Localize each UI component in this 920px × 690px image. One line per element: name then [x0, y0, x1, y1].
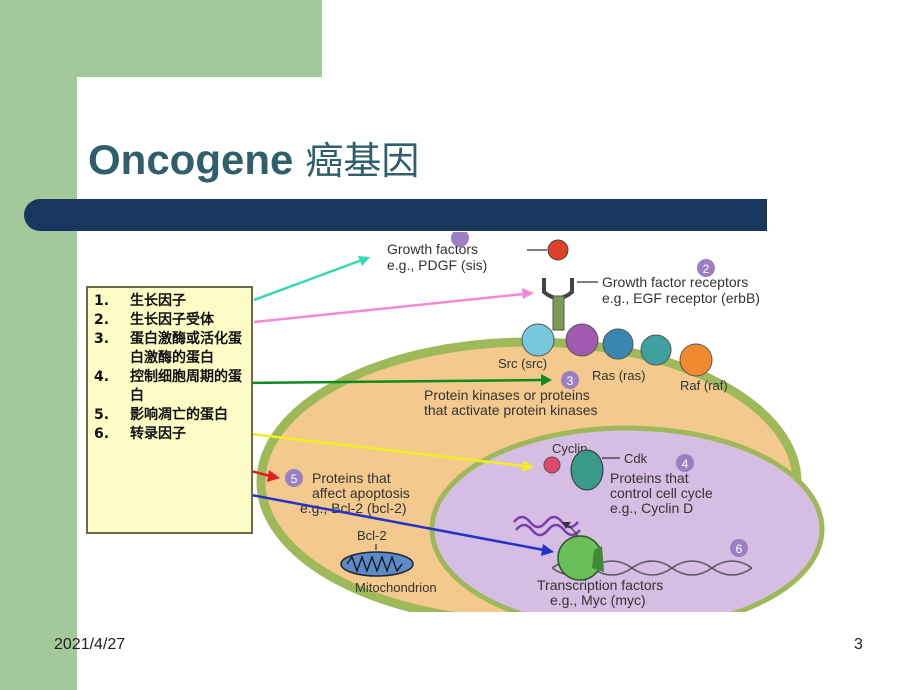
title-underline-bar [24, 199, 767, 231]
legend-text: 生长因子 [130, 293, 186, 309]
src-label: Src (src) [498, 356, 547, 371]
badge-2-num: 2 [703, 262, 710, 276]
receptors-label: Growth factor receptors [602, 274, 748, 290]
title-cn: 癌基因 [305, 139, 420, 183]
src-protein-2 [565, 323, 599, 357]
cdk-protein [570, 449, 604, 491]
kinases-label-2: that activate protein kinases [424, 402, 598, 418]
legend-item-4: 4. 控制细胞周期的蛋白 [94, 368, 245, 406]
apoptosis-label-3: e.g., Bcl-2 (bcl-2) [300, 500, 407, 516]
arrow-3 [241, 374, 552, 386]
raf-protein [679, 343, 713, 377]
arrow-2 [253, 288, 534, 324]
legend-item-1: 1. 生长因子 [94, 292, 245, 311]
legend-text: 蛋白激酶或活化蛋白激酶的蛋白 [130, 331, 242, 366]
badge-3-num: 3 [567, 374, 574, 388]
legend-item-6: 6. 转录因子 [94, 425, 245, 444]
title-en: Oncogene [88, 136, 294, 183]
growth-factor-ligand [547, 239, 569, 261]
cell-cycle-label-2: control cell cycle [610, 485, 713, 501]
badge-3 [561, 371, 579, 389]
mitochondrion-label: Mitochondrion [355, 580, 437, 595]
cyclin-label: Cyclin [552, 441, 587, 456]
badge-4-num: 4 [682, 457, 689, 471]
badge-5-num: 5 [291, 472, 298, 486]
ras-label: Ras (ras) [592, 368, 645, 383]
legend-text: 影响凋亡的蛋白 [130, 407, 228, 423]
footer-date: 2021/4/27 [54, 636, 126, 653]
legend-num: 2. [94, 312, 110, 328]
legend-text: 转录因子 [130, 426, 186, 442]
legend-num: 3. [94, 331, 110, 347]
apoptosis-label-1: Proteins that [312, 470, 391, 486]
ras-protein-2 [640, 334, 672, 366]
legend-item-2: 2. 生长因子受体 [94, 311, 245, 330]
raf-label: Raf (raf) [680, 378, 728, 393]
left-accent-band [0, 0, 77, 690]
myc-transcription-factor [557, 535, 604, 581]
apoptosis-label-2: affect apoptosis [312, 485, 410, 501]
badge-6-num: 6 [736, 542, 743, 556]
arrow-6 [229, 489, 554, 556]
page-number: 3 [854, 636, 863, 653]
legend-num: 1. [94, 293, 110, 309]
legend-box: 1. 生长因子 2. 生长因子受体 3. 蛋白激酶或活化蛋白激酶的蛋白 4. 控… [86, 286, 253, 534]
tf-label-2: e.g., Myc (myc) [550, 592, 646, 608]
badge-5 [285, 469, 303, 487]
src-protein [521, 323, 555, 357]
cyclin-protein [543, 456, 561, 474]
top-accent-band [0, 0, 322, 77]
cell-cycle-label-3: e.g., Cyclin D [610, 500, 693, 516]
oncogene-diagram: Growth factors e.g., PDGF (sis) Growth f… [223, 232, 825, 612]
receptor-arms [542, 278, 574, 300]
legend-item-3: 3. 蛋白激酶或活化蛋白激酶的蛋白 [94, 330, 245, 368]
receptor-stem [552, 295, 565, 331]
arrow-1 [253, 256, 370, 302]
legend-num: 5. [94, 407, 110, 423]
mitochondrion-shape [340, 551, 414, 577]
badge-2 [697, 259, 715, 277]
growth-factors-eg: e.g., PDGF (sis) [387, 257, 487, 273]
receptors-eg: e.g., EGF receptor (erbB) [602, 290, 760, 306]
badge-6 [730, 539, 748, 557]
cell-cycle-label-1: Proteins that [610, 470, 689, 486]
legend-item-5: 5. 影响凋亡的蛋白 [94, 406, 245, 425]
cdk-label: Cdk [624, 451, 648, 466]
badge-1 [451, 232, 469, 247]
tf-label-1: Transcription factors [537, 577, 663, 593]
mrna-strand-2 [515, 523, 581, 537]
arrow-4 [241, 431, 534, 472]
content-corner [77, 77, 197, 197]
legend-num: 4. [94, 369, 110, 385]
ras-protein [602, 328, 634, 360]
badge-4 [676, 454, 694, 472]
bcl2-label: Bcl-2 [357, 528, 387, 543]
legend-text: 生长因子受体 [130, 312, 214, 328]
legend-text: 控制细胞周期的蛋白 [130, 369, 242, 404]
kinases-label-1: Protein kinases or proteins [424, 387, 590, 403]
legend-num: 6. [94, 426, 110, 442]
